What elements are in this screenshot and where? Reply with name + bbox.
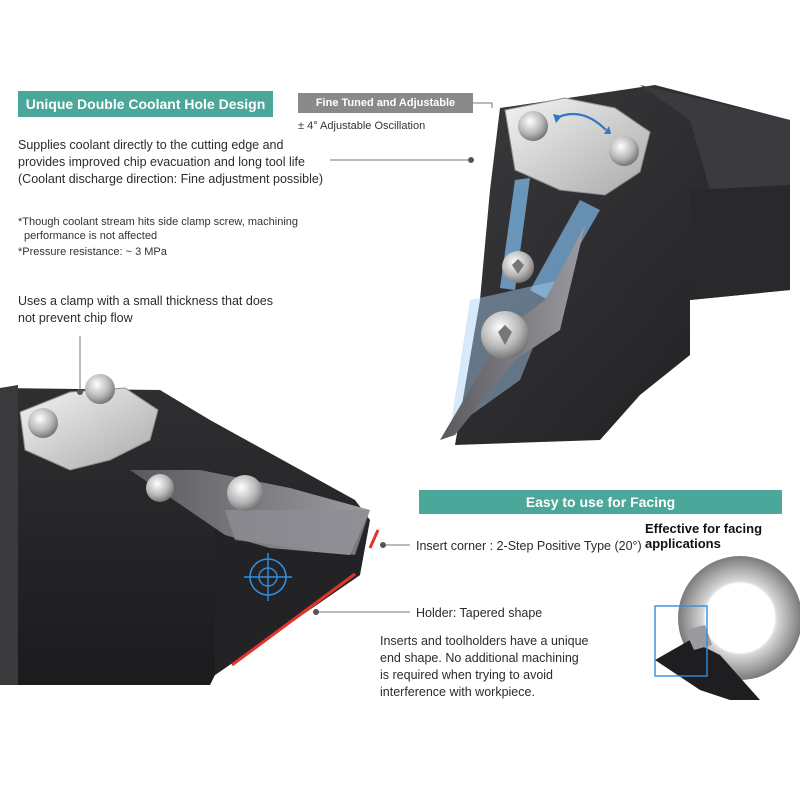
callout-lines (77, 102, 493, 615)
fine-tuned-heading: Fine Tuned and Adjustable (298, 93, 473, 113)
bottom-left-tool (0, 374, 380, 685)
top-holder-edge (640, 85, 790, 190)
facing-heading: Easy to use for Facing (419, 490, 782, 514)
bottom-insert-screw-large-icon (227, 475, 263, 511)
top-right-tool (440, 85, 790, 445)
bottom-insert-screw-small-icon (146, 474, 174, 502)
coolant-note-line2: performance is not affected (24, 230, 158, 242)
facing-highlight-box (654, 605, 708, 677)
coolant-heading: Unique Double Coolant Hole Design (18, 91, 273, 117)
coolant-desc-line1: Supplies coolant directly to the cutting… (18, 138, 284, 152)
coolant-note-line1: *Though coolant stream hits side clamp s… (18, 216, 299, 228)
facing-desc-line4: interference with workpiece. (380, 685, 535, 699)
facing-effective-line1: Effective for facing (645, 521, 763, 536)
coolant-desc-line3: (Coolant discharge direction: Fine adjus… (18, 172, 324, 186)
clamp-desc-line2: not prevent chip flow (18, 311, 133, 325)
holder-label: Holder: Tapered shape (416, 606, 543, 620)
top-holder-side (690, 185, 790, 300)
facing-desc-line3: is required when trying to avoid (380, 668, 554, 682)
fine-tuned-desc: ± 4° Adjustable Oscillation (298, 120, 426, 132)
coolant-note-line3: *Pressure resistance: ~ 3 MPa (18, 246, 167, 258)
facing-desc-line2: end shape. No additional machining (380, 651, 579, 665)
crosshair-icon (244, 553, 292, 601)
facing-effective-line2: applications (645, 536, 721, 551)
top-clamp-screw-left-icon (518, 111, 548, 141)
coolant-desc-line2: provides improved chip evacuation and lo… (18, 155, 305, 169)
coolant-stream-right-icon (530, 200, 600, 300)
insert-corner-accent (368, 529, 380, 549)
insert-corner-label: Insert corner : 2-Step Positive Type (20… (416, 539, 642, 553)
top-clamp-screw-right-icon (609, 136, 639, 166)
pointer-dot-icon (468, 157, 474, 163)
holder-taper-accent (231, 572, 356, 667)
bottom-clamp-screw-left-icon (28, 408, 58, 438)
clamp-desc-line1: Uses a clamp with a small thickness that… (18, 294, 273, 308)
facing-desc-line1: Inserts and toolholders have a unique (380, 634, 589, 648)
bottom-clamp-screw-top-icon (85, 374, 115, 404)
facing-inset-illustration (654, 556, 800, 700)
